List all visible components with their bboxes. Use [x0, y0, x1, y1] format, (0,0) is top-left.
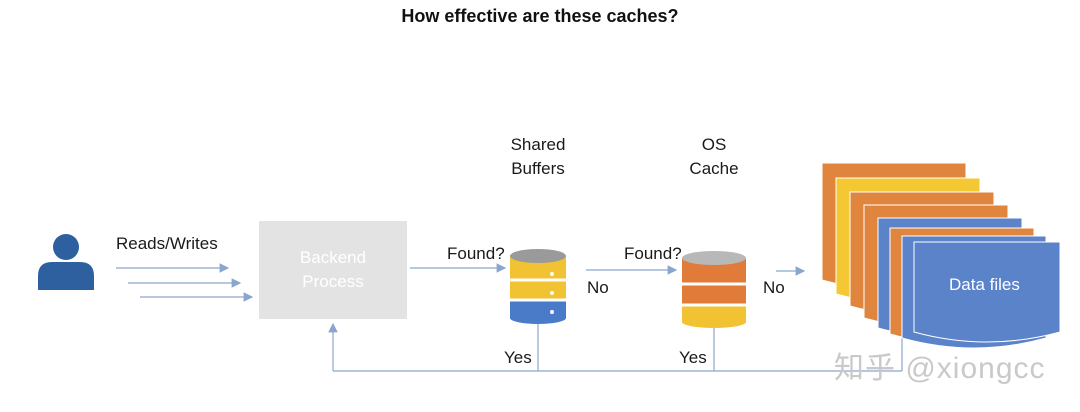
- shared-buffers-label: Shared Buffers: [488, 133, 588, 181]
- shared-buffers-db-icon: [510, 249, 566, 324]
- os-cache-line1: OS: [701, 135, 727, 154]
- yes-label-os-cache: Yes: [679, 348, 707, 367]
- backend-process-box: Backend Process: [259, 221, 407, 319]
- user-icon: [38, 234, 94, 290]
- data-files-label: Data files: [949, 275, 1020, 294]
- os-cache-line2: Cache: [689, 159, 739, 178]
- data-files-stack: [821, 162, 1061, 349]
- shared-buffers-line1: Shared: [510, 135, 566, 154]
- backend-label-line1: Backend: [299, 248, 367, 267]
- os-cache-label: OS Cache: [664, 133, 764, 181]
- yes-label-shared-buffers: Yes: [504, 348, 532, 367]
- no-label-os-cache: No: [763, 278, 785, 297]
- return-path: [328, 322, 903, 372]
- diagram-title: How effective are these caches?: [401, 6, 679, 26]
- data-file-page: [913, 241, 1061, 343]
- found-label-shared-buffers: Found?: [447, 244, 505, 263]
- shared-buffers-line2: Buffers: [511, 159, 565, 178]
- os-cache-db-icon: [682, 251, 746, 328]
- watermark: 知乎 @xiongcc: [834, 352, 1046, 385]
- found-label-os-cache: Found?: [624, 244, 682, 263]
- reads-writes-label: Reads/Writes: [116, 234, 218, 253]
- backend-label-line2: Process: [302, 272, 364, 291]
- reads-writes-arrows: [116, 263, 254, 302]
- no-label-shared-buffers: No: [587, 278, 609, 297]
